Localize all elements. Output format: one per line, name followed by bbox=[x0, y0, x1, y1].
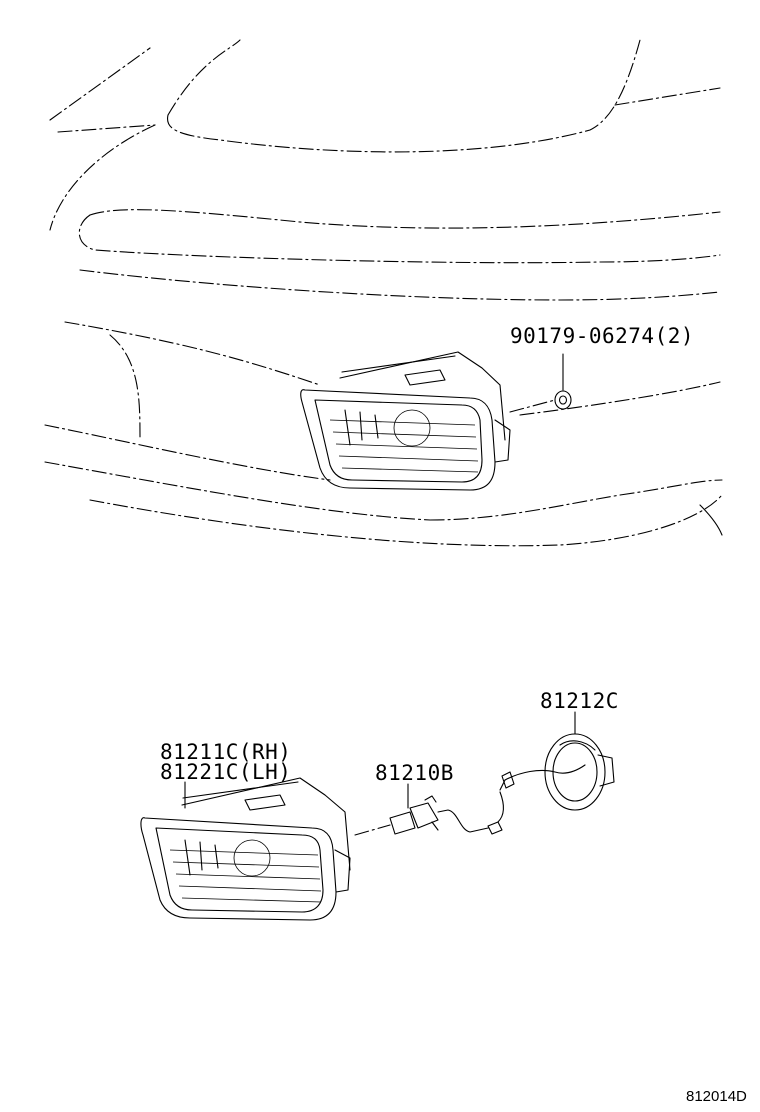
callout-fog-lamp-lh: 81221C(LH) bbox=[160, 760, 292, 784]
callout-nut: 90179-06274(2) bbox=[510, 324, 695, 348]
callout-socket: 81212C bbox=[540, 689, 619, 713]
vehicle-body-outline bbox=[44, 39, 723, 547]
diagram-code: 812014D bbox=[686, 1088, 747, 1105]
installed-fog-lamp bbox=[300, 351, 511, 491]
bulb-socket bbox=[501, 733, 615, 811]
flange-nut bbox=[554, 390, 572, 410]
fog-lamp-assembly bbox=[140, 777, 351, 921]
leader-lamp-to-nut bbox=[509, 399, 556, 413]
callout-bulb: 81210B bbox=[375, 761, 454, 785]
callout-fog-lamp-rh: 81211C(RH) bbox=[160, 740, 292, 764]
leader-lamp-to-bulb bbox=[354, 824, 391, 836]
fog-lamp-bulb bbox=[389, 791, 505, 835]
